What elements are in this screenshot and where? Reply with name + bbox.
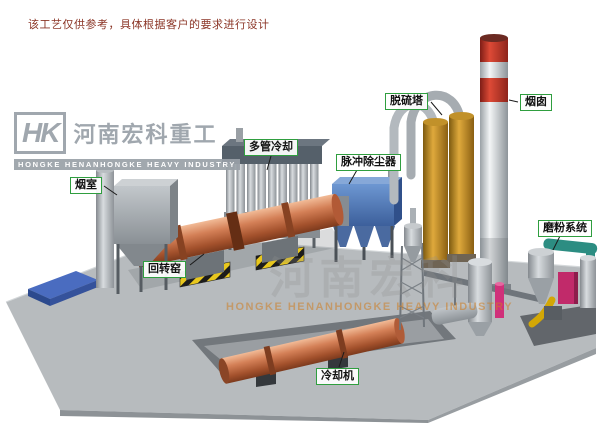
company-watermark-logo: HK 河南宏科重工 HONGKE HENANHONGKE HEAVY INDUS… — [14, 112, 241, 172]
label-grinding-system: 磨粉系统 — [538, 220, 592, 237]
logo-company-name-cn: 河南宏科重工 — [73, 122, 218, 147]
grinding-system-unit — [520, 238, 598, 346]
label-rotary-kiln: 回转窑 — [143, 261, 186, 278]
label-chimney: 烟囱 — [520, 94, 552, 111]
kiln-supports — [179, 236, 305, 288]
smoke-chamber-unit — [96, 167, 178, 294]
leader-lines — [103, 99, 561, 368]
label-desulfurization-tower: 脱硫塔 — [385, 93, 428, 110]
label-smoke-chamber: 烟室 — [70, 177, 102, 194]
disclaimer-text: 该工艺仅供参考，具体根据客户的要求进行设计 — [28, 19, 270, 31]
chimney-structure — [477, 34, 511, 291]
blue-pad — [28, 271, 98, 306]
rotary-kiln-cylinder — [132, 193, 344, 268]
label-multi-tube-cooler: 多管冷却 — [244, 139, 298, 156]
cooler-machine — [218, 318, 405, 384]
auxiliary-equipment — [431, 258, 504, 336]
logo-monogram-icon: HK — [14, 112, 67, 154]
logo-company-name-en: HONGKE HENANHONGKE HEAVY INDUSTRY — [14, 159, 241, 170]
label-pulse-dust-collector: 脉冲除尘器 — [336, 154, 401, 171]
support-tower — [399, 208, 425, 331]
label-cooler: 冷却机 — [316, 368, 359, 385]
